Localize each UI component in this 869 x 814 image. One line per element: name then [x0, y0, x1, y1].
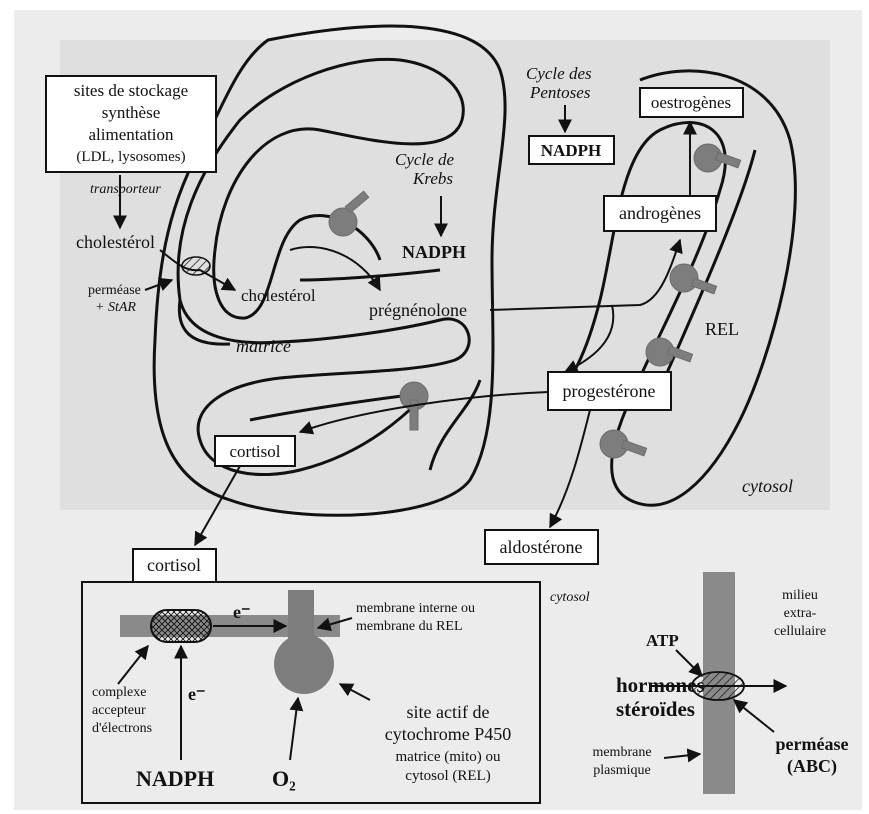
progesterone-label: progestérone: [563, 381, 656, 401]
star-label: + StAR: [95, 300, 136, 315]
milieu-line-1: milieu: [782, 588, 818, 603]
cholesterol-inner-label: cholestérol: [241, 286, 316, 305]
storage-line-2: synthèse: [102, 103, 161, 122]
nadph-pentose-label: NADPH: [541, 141, 601, 160]
androgenes-label: androgènes: [619, 203, 701, 223]
p450-active-site: [274, 634, 334, 694]
milieu-line-2: extra-: [784, 606, 817, 621]
electron-vertical-label: e⁻: [188, 684, 206, 704]
permease-label: perméase: [88, 283, 141, 298]
transporter-label: transporteur: [90, 182, 161, 197]
pentose-line-1: Cycle des: [526, 64, 592, 83]
site-line-4: cytosol (REL): [405, 768, 490, 784]
matrix-label: matrice: [236, 336, 291, 356]
nadph-krebs-label: NADPH: [402, 242, 466, 262]
hormones-line-1: hormones: [616, 673, 705, 697]
site-line-2: cytochrome P450: [385, 724, 511, 744]
krebs-line-1: Cycle de: [395, 150, 454, 169]
oestrogenes-label: oestrogènes: [651, 93, 731, 112]
hormones-line-2: stéroïdes: [616, 697, 695, 721]
membrane-line-2: membrane du REL: [356, 619, 463, 634]
cortisol-outer-label: cortisol: [147, 555, 201, 575]
electron-acceptor-complex: [151, 610, 211, 642]
cortisol-inner-label: cortisol: [230, 442, 281, 461]
site-line-1: site actif de: [407, 702, 490, 722]
plasma-membrane-line-1: membrane: [592, 745, 651, 760]
p450-panel: e⁻ e⁻ membrane interne ou membrane du RE…: [82, 582, 540, 803]
cytosol-label: cytosol: [742, 476, 793, 496]
o2-label: O₂: [272, 766, 296, 791]
complex-line-3: d'électrons: [92, 721, 152, 736]
krebs-line-2: Krebs: [412, 169, 453, 188]
membrane-line-1: membrane interne ou: [356, 601, 475, 616]
permease-star-channel: [182, 257, 210, 275]
plasma-membrane-line-2: plasmique: [593, 763, 651, 778]
storage-line-3: alimentation: [89, 125, 174, 144]
aldosterone-label: aldostérone: [500, 537, 583, 557]
electron-top-label: e⁻: [233, 602, 251, 622]
pentose-line-2: Pentoses: [529, 83, 591, 102]
milieu-line-3: cellulaire: [774, 624, 826, 639]
storage-line-1: sites de stockage: [74, 81, 188, 100]
nadph-panel-label: NADPH: [136, 766, 214, 791]
atp-label: ATP: [646, 631, 679, 650]
abc-permease-line-1: perméase: [776, 734, 849, 754]
pregnenolone-label: prégnénolone: [369, 300, 467, 320]
cholesterol-outer-label: cholestérol: [76, 232, 155, 252]
cytosol-panel-label: cytosol: [550, 590, 590, 605]
rel-label: REL: [705, 319, 739, 339]
abc-permease-line-2: (ABC): [787, 756, 837, 777]
complex-line-1: complexe: [92, 685, 146, 700]
site-line-3: matrice (mito) ou: [396, 749, 501, 765]
complex-line-2: accepteur: [92, 703, 146, 718]
storage-line-4: (LDL, lysosomes): [76, 149, 185, 165]
